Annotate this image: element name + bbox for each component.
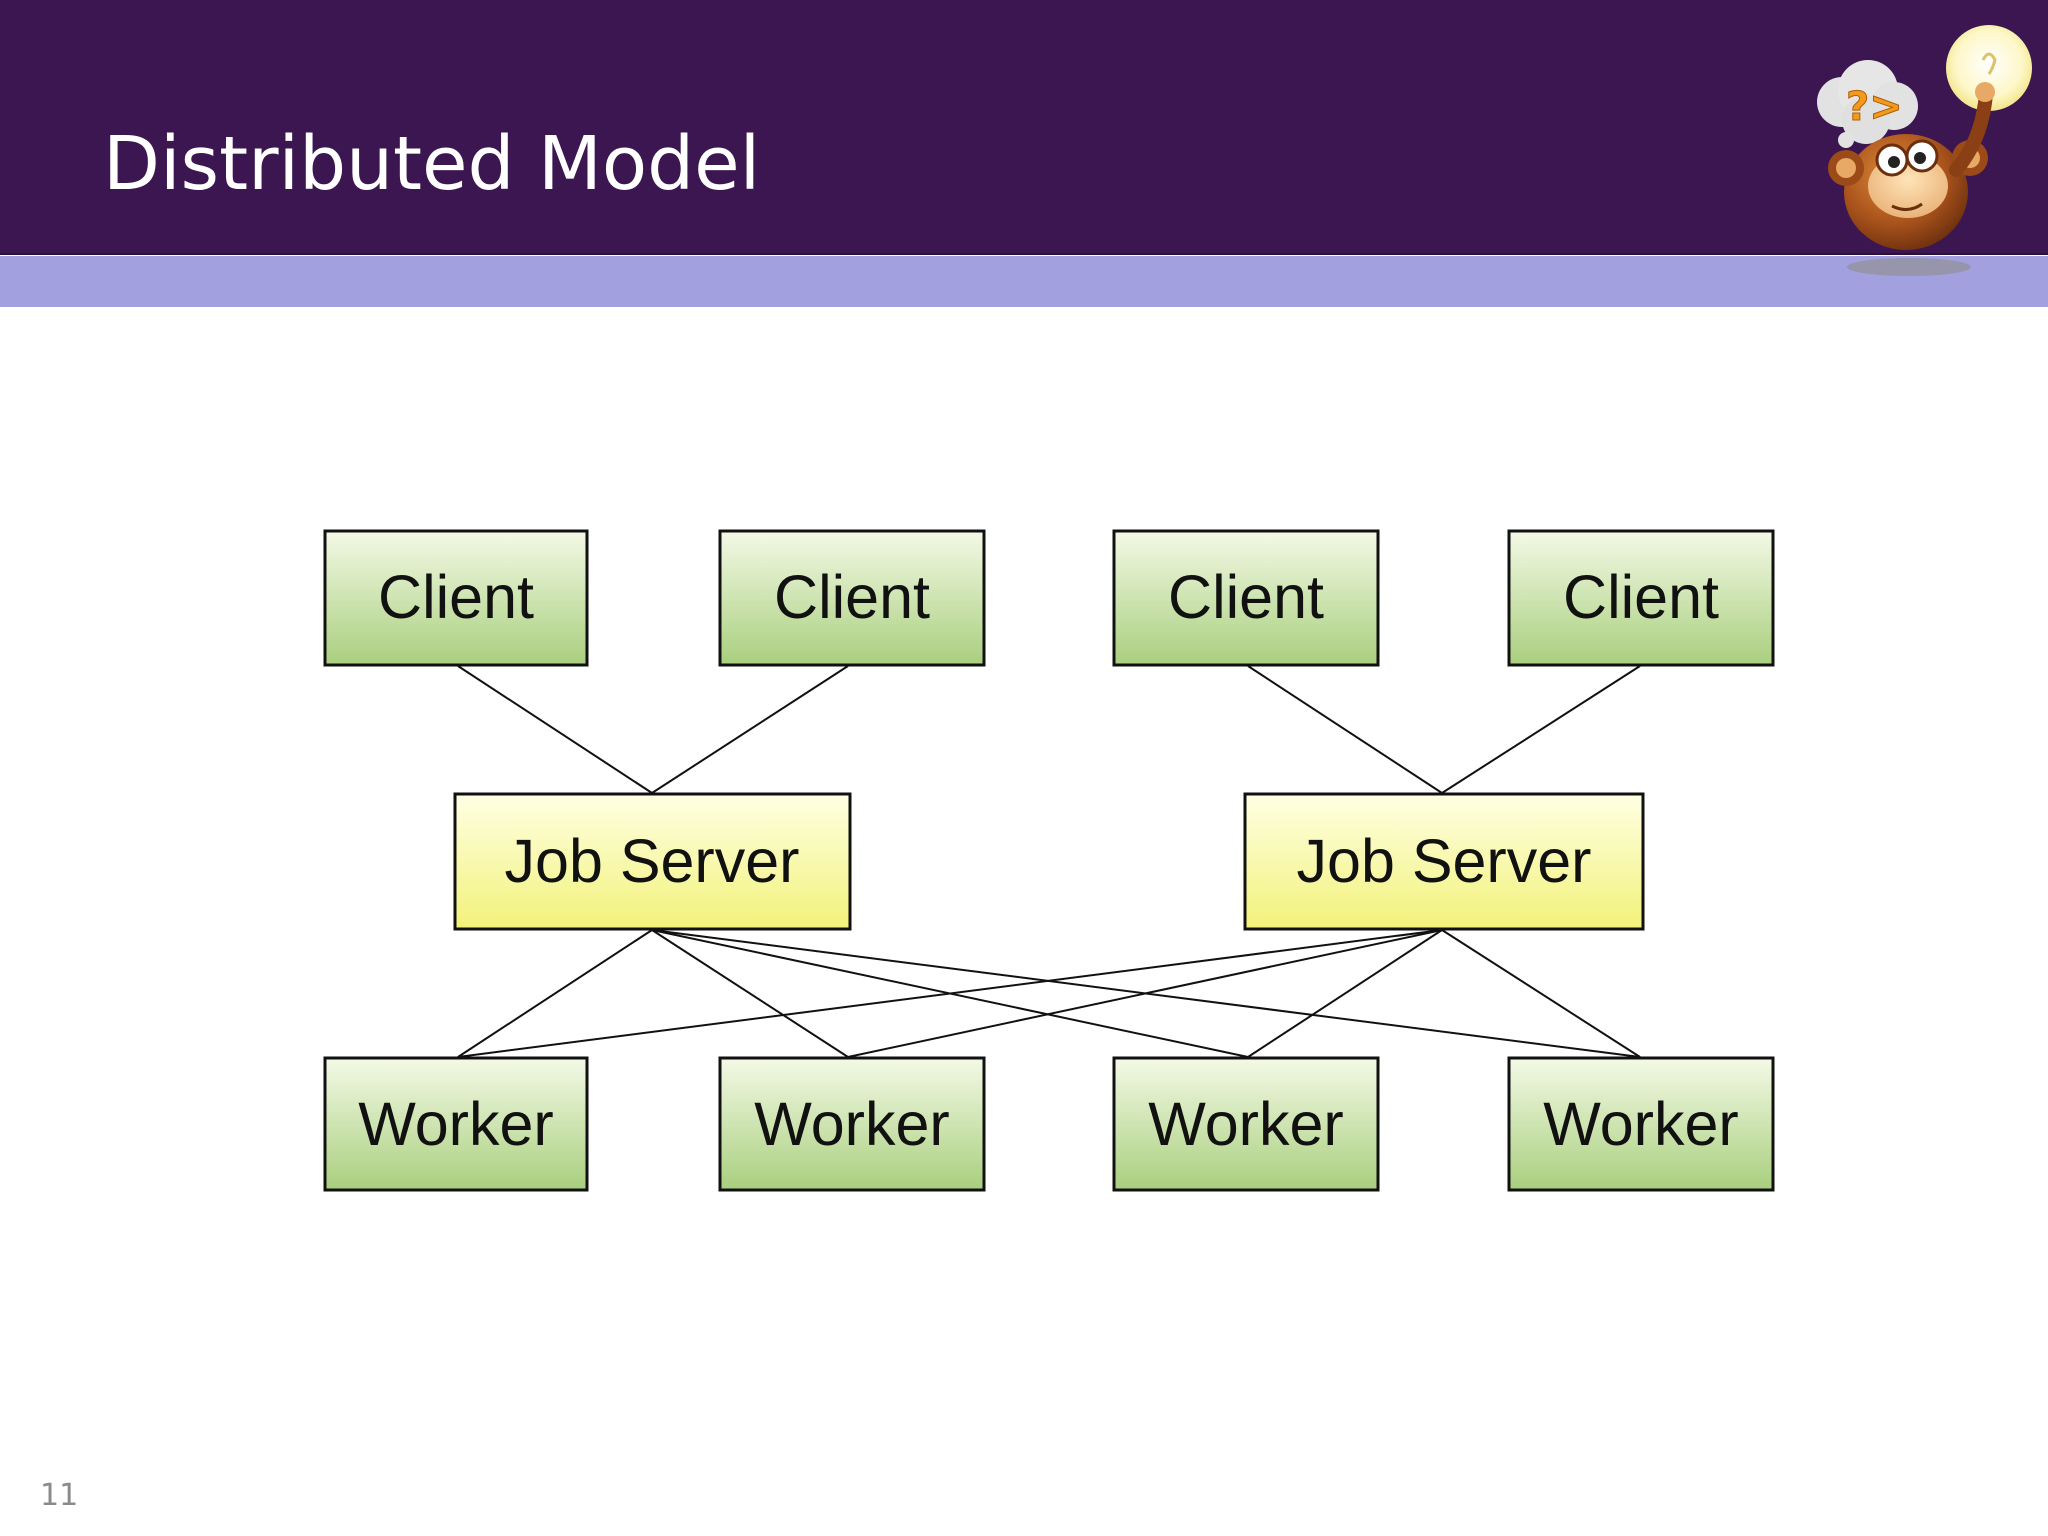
job-server-node: Job Server: [453, 792, 852, 931]
edge-jobserver1-worker2: [651, 929, 849, 1058]
client-label: Client: [378, 563, 534, 631]
job-server-label: Job Server: [505, 827, 800, 895]
client-node: Client: [1507, 529, 1775, 667]
slide-number: 11: [40, 1478, 79, 1513]
client-node: Client: [323, 529, 589, 667]
worker-label: Worker: [754, 1090, 949, 1158]
mascot-icon: ?>: [1780, 10, 2048, 280]
worker-node: Worker: [323, 1056, 589, 1192]
client-label: Client: [1563, 563, 1719, 631]
slide-title: Distributed Model: [103, 121, 761, 207]
job-server-node: Job Server: [1243, 792, 1645, 931]
edge-jobserver2-worker3: [1247, 929, 1443, 1058]
edge-jobserver2-worker2: [847, 929, 1443, 1058]
edge-client1-jobserver1: [457, 665, 653, 794]
header-bar: [0, 0, 2048, 255]
worker-node: Worker: [1112, 1056, 1380, 1192]
edge-jobserver2-worker4: [1441, 929, 1641, 1058]
edge-client3-jobserver2: [1247, 665, 1443, 794]
job-server-label: Job Server: [1297, 827, 1592, 895]
worker-label: Worker: [1148, 1090, 1343, 1158]
accent-stripe: [0, 256, 2048, 307]
edge-jobserver2-worker1: [457, 929, 1443, 1058]
client-node: Client: [1112, 529, 1380, 667]
thought-text: ?>: [1846, 84, 1903, 130]
worker-node: Worker: [1507, 1056, 1775, 1192]
worker-node: Worker: [718, 1056, 986, 1192]
edge-jobserver1-worker1: [457, 929, 653, 1058]
client-node: Client: [718, 529, 986, 667]
worker-label: Worker: [358, 1090, 553, 1158]
edge-client2-jobserver1: [651, 665, 849, 794]
client-label: Client: [774, 563, 930, 631]
worker-label: Worker: [1543, 1090, 1738, 1158]
client-label: Client: [1168, 563, 1324, 631]
edge-client4-jobserver2: [1441, 665, 1641, 794]
